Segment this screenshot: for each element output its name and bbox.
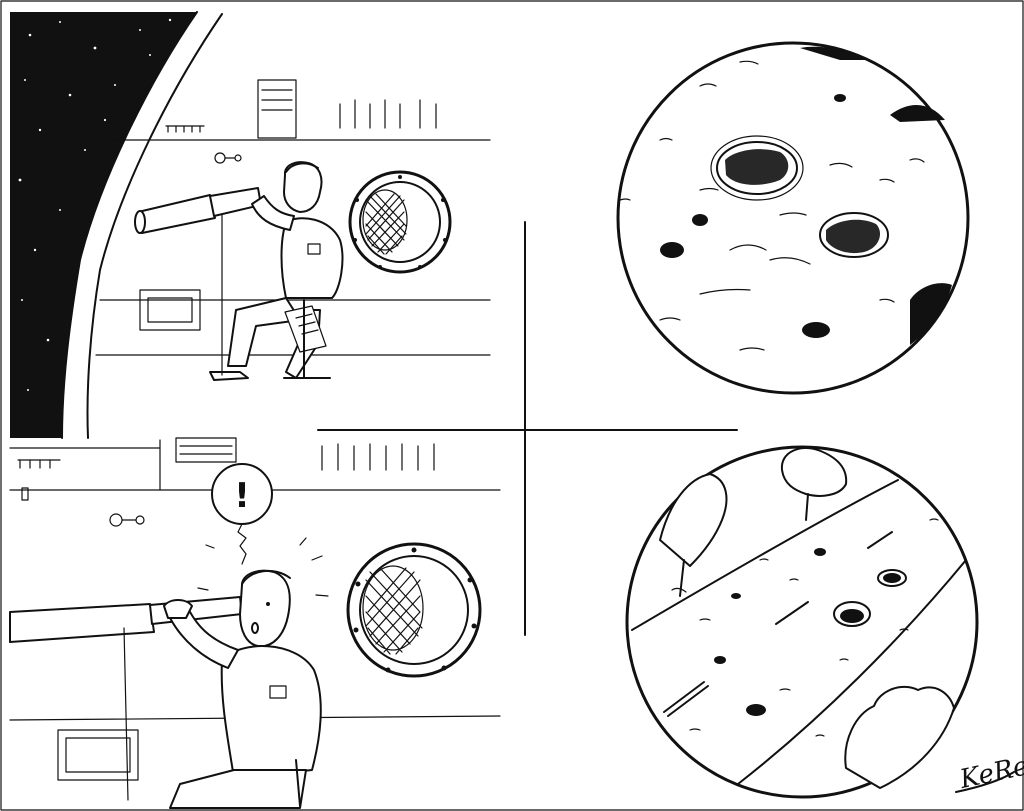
porthole-bottom [346, 542, 482, 678]
stars [18, 18, 172, 391]
porthole-top [348, 170, 452, 274]
exclamation-mark: ! [234, 476, 250, 516]
space-window [10, 12, 197, 438]
tree-left [659, 473, 728, 597]
potholes [714, 548, 907, 716]
panel-dividers [317, 221, 738, 636]
astronaut-bottom [163, 569, 322, 809]
telescope-bottom [9, 596, 243, 801]
panel-top-left [10, 11, 491, 439]
panel-bottom-left: ! [9, 437, 501, 809]
telescope-top [134, 187, 262, 381]
exclamation-balloon: ! [211, 463, 273, 565]
bush [844, 685, 955, 789]
craters [660, 94, 889, 338]
astronaut-top [227, 161, 344, 379]
panel-bottom-right [625, 445, 979, 799]
tree-top [780, 447, 848, 521]
moon-view-circle [616, 41, 970, 395]
artist-signature: KeRel [955, 749, 1024, 795]
panel-top-right [616, 41, 970, 395]
